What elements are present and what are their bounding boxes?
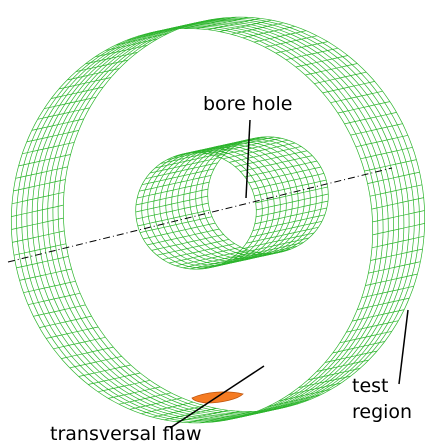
bore-ring-line — [159, 147, 281, 265]
flaw-leader — [169, 365, 265, 429]
outer-ring-line — [26, 24, 389, 420]
bore-ring-line — [201, 137, 323, 256]
bore-ring-line — [171, 144, 293, 262]
bore-ring-line — [177, 143, 299, 261]
bore-hole-leader — [245, 119, 251, 199]
outer-ring-line — [10, 28, 374, 424]
bore-ring-line — [135, 152, 257, 270]
outer-ring-line — [36, 22, 400, 418]
bore-ring-line — [165, 145, 287, 263]
outer-ring-line — [57, 17, 420, 414]
bore-ring-line — [147, 149, 269, 267]
bore-ring-line — [207, 136, 329, 254]
bore-ring-line — [153, 148, 275, 266]
bore-ring-line — [189, 140, 311, 258]
outer-ring-line — [31, 23, 394, 419]
bore-ring-line — [183, 141, 305, 259]
outer-ring-line — [52, 18, 415, 415]
outer-ring-line — [62, 16, 426, 412]
test-region-label-line2: region — [352, 401, 413, 423]
bore-hole-label: bore hole — [203, 93, 293, 115]
test-region-leader — [398, 309, 409, 385]
bore-ring-line — [195, 139, 317, 257]
outer-cylinder-mesh — [10, 16, 426, 424]
test-region-label-line1: test — [352, 375, 389, 397]
outer-ring-line — [42, 21, 405, 417]
bore-ring-line — [141, 150, 263, 269]
transversal-flaw-label: transversal flaw — [50, 423, 202, 445]
bore-hole-mesh — [135, 136, 329, 270]
outer-ring-line — [47, 20, 410, 416]
cylinder-axis — [7, 167, 393, 263]
outer-ring-line — [16, 26, 379, 423]
outer-ring-line — [21, 25, 384, 422]
